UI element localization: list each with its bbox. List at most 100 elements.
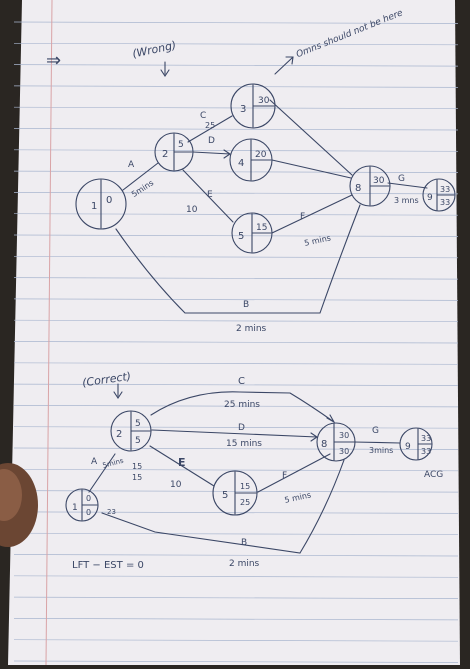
ruled-line xyxy=(13,42,459,46)
ruled-line xyxy=(13,532,459,536)
w-edge-3-8 xyxy=(269,99,353,176)
w-label-b: B xyxy=(243,300,249,310)
w-node-9-bottom: 33 xyxy=(440,198,450,207)
margin-line xyxy=(45,0,53,666)
correct-down-arrow xyxy=(113,383,123,399)
w-label-a: A xyxy=(128,160,135,170)
w-node-9-id: 9 xyxy=(427,193,433,203)
c-label-d-time: 15 mins xyxy=(226,439,262,449)
thumb-highlight xyxy=(0,469,22,521)
w-node-1: 1 0 xyxy=(75,178,127,230)
ruled-line xyxy=(13,362,459,365)
c-node-9: 9 33 33 xyxy=(399,427,433,461)
c-edge-f xyxy=(257,453,331,493)
c-label-d-slack: 15 xyxy=(132,462,142,471)
c-label-d-slack2: 15 xyxy=(132,473,142,482)
ruled-line xyxy=(13,341,459,344)
ruled-line xyxy=(13,618,459,621)
c-node-1-id: 1 xyxy=(72,503,78,513)
acg-label: ACG xyxy=(424,470,443,480)
w-node-5-top: 15 xyxy=(256,223,267,233)
c-label-a: A xyxy=(91,457,98,467)
w-label-c-time: 25 xyxy=(205,121,215,130)
w-edge-4-8 xyxy=(271,159,352,179)
w-node-3-top: 30 xyxy=(258,96,270,106)
c-node-2-bottom: 5 xyxy=(135,436,141,446)
ruled-line xyxy=(13,447,459,450)
w-edge-a xyxy=(122,162,159,191)
w-label-d: D xyxy=(208,136,215,146)
w-edge-e xyxy=(182,169,234,223)
c-node-2: 2 5 5 xyxy=(110,410,152,452)
c-label-e-time: 10 xyxy=(170,480,182,490)
c-label-g-time: 3mins xyxy=(369,446,393,455)
ruled-line xyxy=(13,660,459,663)
ruled-line xyxy=(13,234,459,237)
c-node-9-bottom: 33 xyxy=(421,447,431,456)
ruled-line xyxy=(13,192,459,195)
w-node-3: 3 30 xyxy=(230,83,276,129)
c-node-5-id: 5 xyxy=(222,490,228,501)
c-edge-c xyxy=(150,391,336,424)
c-node-9-id: 9 xyxy=(405,442,411,452)
c-edge-a xyxy=(88,453,116,493)
ruled-line xyxy=(13,426,459,429)
w-node-1-top: 0 xyxy=(106,195,112,206)
ruled-line xyxy=(13,298,459,301)
w-label-b-time: 2 mins xyxy=(236,324,267,334)
footnote: LFT − EST = 0 xyxy=(72,560,144,571)
w-label-g-time: 3 mns xyxy=(394,196,419,205)
ruled-line xyxy=(13,277,459,280)
w-node-4-id: 4 xyxy=(238,158,244,169)
ruled-line xyxy=(13,554,459,557)
ruled-line xyxy=(13,255,459,259)
c-node-2-id: 2 xyxy=(116,429,122,440)
paper-sheet xyxy=(8,0,460,665)
w-label-e-time: 10 xyxy=(186,205,198,215)
w-label-g: G xyxy=(398,174,405,184)
ruled-line xyxy=(13,405,459,408)
w-edge-c xyxy=(187,115,233,143)
w-node-9-top: 33 xyxy=(440,185,450,194)
c-node-1-top: 0 xyxy=(86,494,91,503)
c-label-g: G xyxy=(372,426,379,436)
c-label-b: B xyxy=(241,538,247,548)
c-node-9-top: 33 xyxy=(421,434,431,443)
w-node-2-top: 5 xyxy=(178,140,184,150)
c-label-d: D xyxy=(238,423,245,433)
c-label-b-time: 2 mins xyxy=(229,559,260,569)
c-node-1-bottom: 0 xyxy=(86,508,91,517)
w-node-4-top: 20 xyxy=(255,150,267,160)
c-node-1: 1 0 0 xyxy=(65,488,99,522)
c-node-8: 8 30 30 xyxy=(316,422,356,462)
c-edge-d xyxy=(151,429,318,442)
c-label-c-time: 25 mins xyxy=(224,400,260,410)
ruled-line xyxy=(13,149,459,152)
w-edge-g xyxy=(387,182,428,189)
c-label-e: E xyxy=(178,456,186,469)
w-label-e: E xyxy=(207,190,213,200)
ruled-line xyxy=(13,64,459,67)
c-node-2-top: 5 xyxy=(135,419,141,429)
w-node-8: 8 30 xyxy=(349,165,391,207)
ruled-line xyxy=(13,106,459,110)
arrow-mark: ⇒ xyxy=(46,50,61,71)
w-node-4: 4 20 xyxy=(229,138,273,182)
w-edge-f xyxy=(271,194,353,234)
note-pointer-arrow xyxy=(274,56,294,75)
ruled-line xyxy=(13,383,459,386)
c-node-5-bottom: 25 xyxy=(240,498,250,507)
ruled-lines xyxy=(13,21,459,663)
ruled-line xyxy=(13,511,459,514)
c-edge-e xyxy=(149,445,215,487)
w-node-2-id: 2 xyxy=(162,149,168,160)
ruled-line xyxy=(13,468,459,472)
w-node-5: 5 15 xyxy=(231,212,273,254)
w-node-9: 9 33 33 xyxy=(422,178,456,212)
w-node-8-id: 8 xyxy=(355,183,361,194)
ruled-line xyxy=(13,639,459,642)
c-node-5: 5 15 25 xyxy=(212,470,258,516)
ruled-line xyxy=(13,21,459,24)
